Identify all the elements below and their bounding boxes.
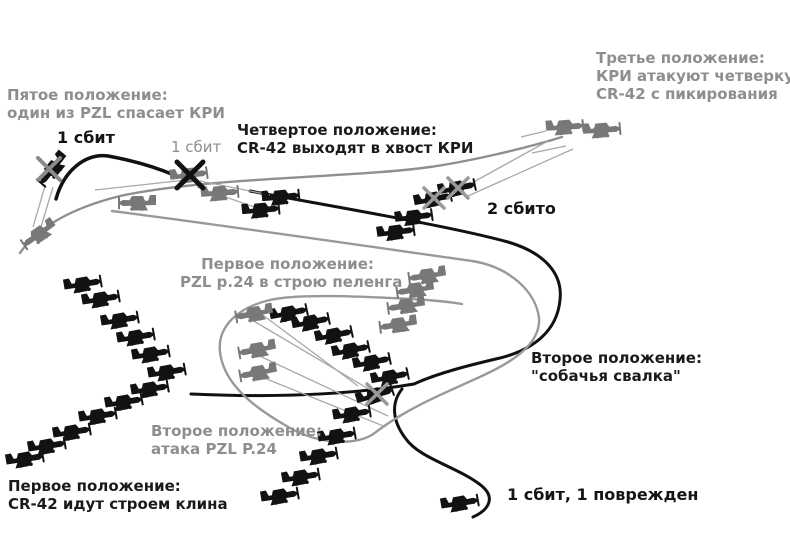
label-position-4: Четвертое положение: CR-42 выходят в хво… xyxy=(237,121,473,157)
tracer-line xyxy=(39,186,54,231)
gray-plane-icon xyxy=(118,195,156,211)
diving-hook-path xyxy=(393,387,491,519)
label-position-3: Третье положение: КРИ атакуют четверку C… xyxy=(596,49,790,103)
label-position-5: Пятое положение: один из PZL спасает КРИ xyxy=(7,86,225,122)
label-position-2-gray: Второе положение: атака PZL P.24 xyxy=(151,422,322,458)
label-line: CR-42 идут строем клина xyxy=(8,495,228,513)
shot-down-x-icon xyxy=(174,159,206,191)
shot-down-x-icon xyxy=(36,156,62,182)
shot-down-x-icon xyxy=(422,186,446,210)
label-line: CR-42 выходят в хвост КРИ xyxy=(237,139,474,157)
falling-black-plane-icon xyxy=(34,149,71,189)
shot-down-x-icon xyxy=(365,382,389,406)
kill-count-bottom: 1 сбит, 1 поврежден xyxy=(507,485,699,504)
tracer-line xyxy=(251,319,373,392)
gray-plane-icon xyxy=(545,117,585,137)
label-line: Пятое положение: xyxy=(7,86,168,104)
black-plane-icon xyxy=(261,187,301,207)
shot-down-x-icon xyxy=(446,176,470,200)
dogfight-spiral-path xyxy=(110,209,541,443)
kill-count-left: 1 сбит xyxy=(57,128,115,147)
black-plane-icon xyxy=(77,404,119,428)
black-plane-icon xyxy=(62,272,104,296)
gray-plane-icon xyxy=(236,338,278,361)
black-plane-icon xyxy=(26,434,68,458)
label-line: Второе положение: xyxy=(151,422,322,440)
black-plane-icon xyxy=(439,491,481,515)
label-position-1-gray: Первое положение: PZL p.24 в строю пелен… xyxy=(180,255,403,291)
tracer-line xyxy=(32,185,46,228)
kill-count-two: 2 сбито xyxy=(487,199,556,218)
label-line: Третье положение: xyxy=(596,49,765,67)
black-plane-icon xyxy=(130,342,172,366)
trail-dash xyxy=(531,145,567,154)
label-line: CR-42 с пикирования xyxy=(596,85,778,103)
kill-count-mid: 1 сбит xyxy=(171,138,222,156)
kri-dive-path xyxy=(18,135,564,255)
black-plane-icon xyxy=(129,377,171,401)
label-line: Четвертое положение: xyxy=(237,121,437,139)
cr42-pursuit-group xyxy=(34,149,481,515)
cr42-sweep-path xyxy=(248,189,562,386)
label-line: атака PZL P.24 xyxy=(151,440,277,458)
tracer-line xyxy=(248,371,387,428)
label-line: Второе положение: xyxy=(531,349,702,367)
tracer-line xyxy=(467,148,574,197)
falling-gray-plane-icon xyxy=(18,216,59,252)
label-line: "собачья свалка" xyxy=(531,367,681,385)
gray-plane-icon xyxy=(582,120,622,140)
label-line: КРИ атакуют четверку xyxy=(596,67,790,85)
label-line: Первое положение: xyxy=(8,477,181,495)
gray-plane-icon xyxy=(237,361,279,384)
black-plane-icon xyxy=(313,323,355,347)
label-position-1-black: Первое положение: CR-42 идут строем клин… xyxy=(8,477,228,513)
tracer-line xyxy=(94,179,187,191)
shot-down-marks xyxy=(36,156,470,406)
trail-dash xyxy=(520,130,547,138)
black-plane-icon xyxy=(99,308,141,332)
gray-plane-icon xyxy=(378,314,418,336)
tracer-line xyxy=(199,180,271,196)
escape-arc-path xyxy=(54,153,176,201)
black-plane-icon xyxy=(316,424,358,448)
black-plane-icon xyxy=(280,465,322,489)
label-line: PZL p.24 в строю пеленга xyxy=(180,273,403,291)
black-plane-icon xyxy=(103,390,145,414)
label-line: Первое положение: xyxy=(201,255,374,273)
label-position-2-black: Второе положение: "собачья свалка" xyxy=(531,349,702,385)
black-plane-icon xyxy=(51,420,93,444)
black-plane-icon xyxy=(115,325,157,349)
black-plane-icon xyxy=(80,287,122,311)
black-plane-icon xyxy=(259,484,301,508)
label-line: один из PZL спасает КРИ xyxy=(7,104,225,122)
